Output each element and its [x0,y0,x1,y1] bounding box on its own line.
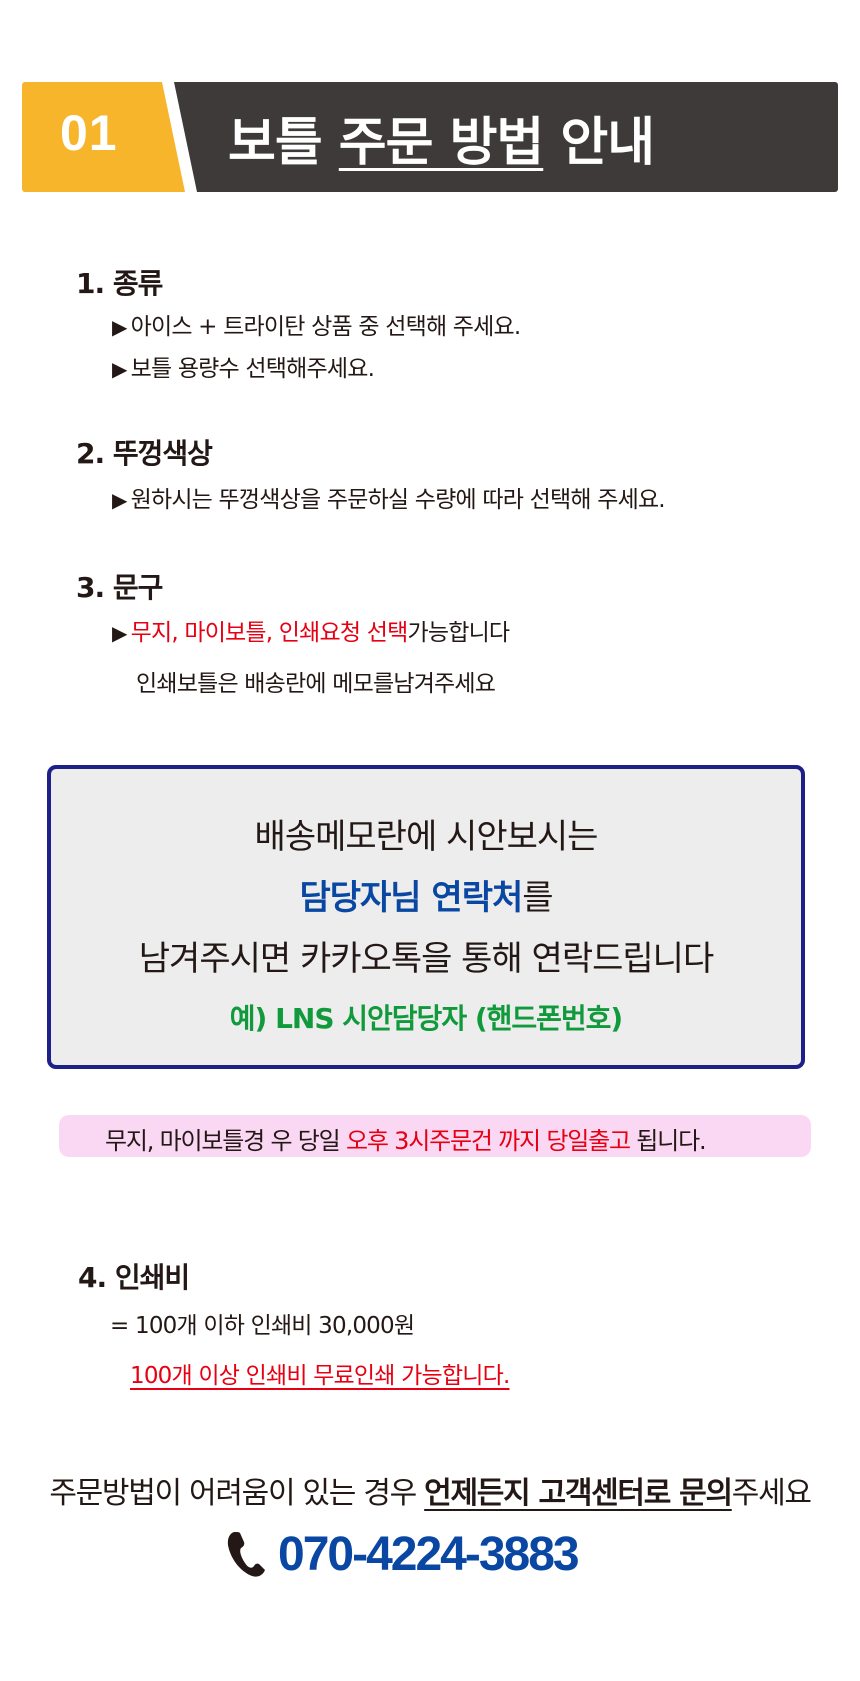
contact-text-bold: 언제든지 고객센터로 문의 [424,1476,733,1511]
section-number: 01 [60,105,118,161]
triangle-bullet-icon: ▶ [112,315,127,339]
print-fee-line-1: = 100개 이하 인쇄비 30,000원 [110,1313,415,1339]
shipping-text-red: 오후 3시주문건 까지 당일출고 [345,1127,631,1155]
line-text: 가능합니다 [407,620,510,646]
shipping-text-after: 됩니다. [629,1127,706,1155]
print-fee-line-2: 100개 이상 인쇄비 무료인쇄 가능합니다. [130,1363,510,1389]
title-part1: 보틀 [228,113,339,173]
shipping-notice: 무지, 마이보틀경 우 당일 오후 3시주문건 까지 당일출고 됩니다. [59,1115,811,1157]
line-text-red: 무지, 마이보틀, 인쇄요청 선택 [130,620,409,646]
title-part2: 안내 [543,113,655,173]
title-underlined: 주문 방법 [338,113,544,173]
type-line-1: ▶아이스 + 트라이탄 상품 중 선택해 주세요. [112,307,522,341]
phone-contact[interactable]: 070-4224-3883 [226,1522,580,1586]
shipping-text-before: 무지, 마이보틀경 우 당일 [105,1127,346,1155]
banner-yellow-panel [22,82,185,192]
section-title-print-fee: 4. 인쇄비 [78,1261,190,1294]
notice-line-2-rest: 를 [522,878,553,918]
triangle-bullet-icon: ▶ [112,357,127,381]
line-text: 보틀 용량수 선택해주세요. [130,356,375,382]
section-title-type: 1. 종류 [76,267,163,300]
notice-line-2: 담당자님 연락처를 [51,870,801,919]
phrase-line-2: 인쇄보틀은 배송란에 메모를남겨주세요 [136,671,496,697]
notice-line-3: 남겨주시면 카카오톡을 통해 연락드립니다 [138,939,714,979]
contact-text-before: 주문방법이 어려움이 있는 경우 [49,1476,425,1511]
shipping-text: 무지, 마이보틀경 우 당일 오후 3시주문건 까지 당일출고 됩니다. [105,1121,707,1156]
phone-icon [227,1532,265,1577]
notice-line-1: 배송메모란에 시안보시는 [254,817,599,857]
triangle-bullet-icon: ▶ [112,621,127,645]
line-text: 아이스 + 트라이탄 상품 중 선택해 주세요. [130,314,522,340]
section-title-phrase: 3. 문구 [76,571,163,604]
notice-box: 배송메모란에 시안보시는 담당자님 연락처를 남겨주시면 카카오톡을 통해 연락… [47,765,805,1069]
notice-example: 예) LNS 시안담당자 (핸드폰번호) [229,1002,623,1035]
header-banner: 01 보틀 주문 방법 안내 [22,82,838,192]
contact-text-after: 주세요 [731,1476,812,1511]
lid-color-line-1: ▶원하시는 뚜껑색상을 주문하실 수량에 따라 선택해 주세요. [112,480,666,514]
banner-dark-panel [174,82,838,192]
notice-highlight-blue: 담당자님 연락처 [299,878,523,918]
section-title-lid-color: 2. 뚜껑색상 [76,437,213,470]
page-title: 보틀 주문 방법 안내 [228,100,655,175]
phrase-line-1: ▶무지, 마이보틀, 인쇄요청 선택가능합니다 [112,613,510,647]
triangle-bullet-icon: ▶ [112,488,127,512]
type-line-2: ▶보틀 용량수 선택해주세요. [112,349,375,383]
phone-number[interactable]: 070-4224-3883 [278,1527,580,1581]
line-text: 원하시는 뚜껑색상을 주문하실 수량에 따라 선택해 주세요. [130,487,666,513]
contact-text: 주문방법이 어려움이 있는 경우 언제든지 고객센터로 문의주세요 [0,1468,860,1512]
